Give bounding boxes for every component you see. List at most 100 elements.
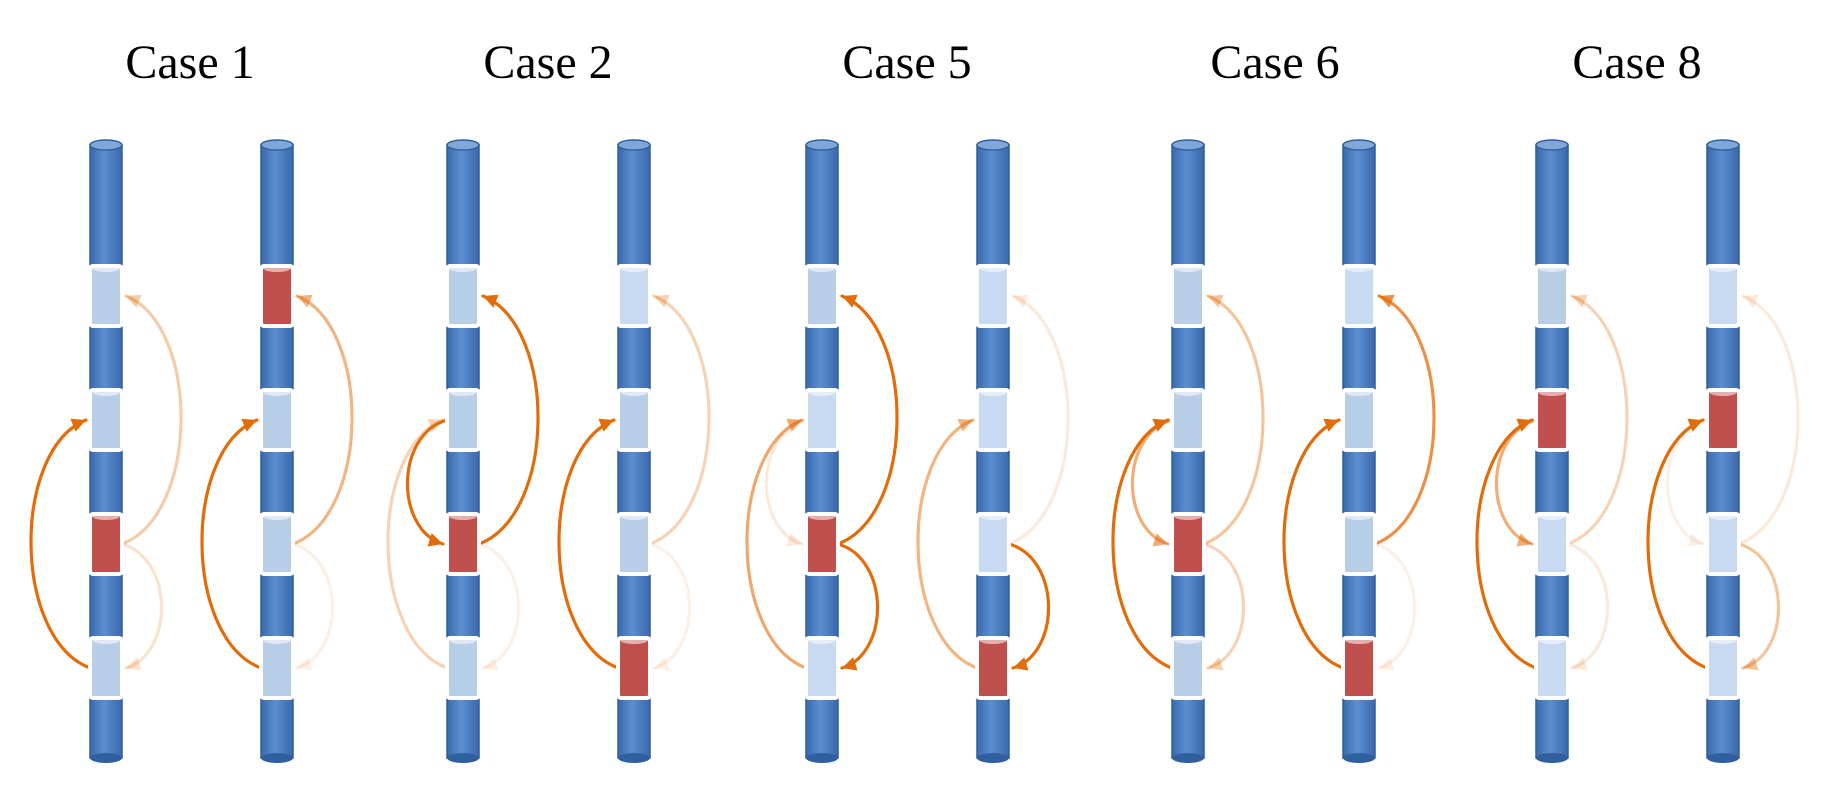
segment-body [804, 636, 840, 700]
rod-bottom-cap [447, 753, 479, 763]
rod-top-cap [1706, 139, 1740, 151]
segment-3-lighter [1705, 512, 1741, 576]
case-4-rod-1 [1111, 139, 1265, 763]
segment-body [975, 388, 1011, 452]
arrows [745, 294, 899, 671]
segment-top-rim [92, 512, 120, 520]
segment-body [1534, 512, 1570, 576]
rod-top-cap [617, 139, 651, 151]
segment-body [616, 264, 652, 328]
segment-3-lighter [975, 512, 1011, 576]
rod-top-cap [1171, 139, 1205, 151]
segment-top-rim [808, 264, 836, 272]
arrow-2-head [1743, 657, 1759, 671]
segment-1-lighter [1341, 264, 1377, 328]
rod-bottom-cap [1172, 753, 1204, 763]
segment-2-lighter [975, 388, 1011, 452]
segment-top-rim [1174, 636, 1202, 644]
arrow-3 [1007, 294, 1070, 546]
segment-1-light [1534, 264, 1570, 328]
arrow-1 [1475, 418, 1538, 670]
case-3-rod-1 [745, 139, 899, 763]
case-5-rod-2 [1646, 139, 1800, 763]
segment-top-rim [808, 512, 836, 520]
segment-top-rim [1538, 388, 1566, 396]
segment-body [975, 636, 1011, 700]
segment-1-lighter [616, 264, 652, 328]
case-5-rod-1 [1475, 139, 1629, 763]
segment-4-light [1170, 636, 1206, 700]
arrow-3 [1737, 294, 1800, 546]
arrow-1-head [427, 533, 443, 547]
segment-2-light [1170, 388, 1206, 452]
arrow-4 [477, 542, 521, 670]
segment-top-rim [979, 636, 1007, 644]
segment-3-red [804, 512, 840, 576]
segment-2-red [1534, 388, 1570, 452]
arrow-1 [29, 418, 92, 670]
segment-top-rim [449, 636, 477, 644]
arrow-1 [1282, 418, 1345, 670]
segment-top-rim [979, 388, 1007, 396]
arrow-3 [1373, 542, 1417, 670]
arrow-1-head [1323, 418, 1339, 432]
segment-top-rim [263, 388, 291, 396]
segment-top-rim [1345, 636, 1373, 644]
arrow-1 [1646, 418, 1709, 670]
rod-bottom-cap [618, 753, 650, 763]
segment-body [1341, 388, 1377, 452]
segment-4-red [975, 636, 1011, 700]
segment-body [1170, 388, 1206, 452]
segment-body [88, 264, 124, 328]
arrow-4-head [1572, 657, 1588, 671]
segment-body [1534, 388, 1570, 452]
arrows [916, 294, 1070, 671]
rod-bottom-cap [261, 753, 293, 763]
rod-top-cap [1342, 139, 1376, 151]
case-1-rod-2 [200, 139, 354, 763]
arrow-2 [1130, 418, 1174, 546]
segment-top-rim [263, 264, 291, 272]
rods-layer [29, 139, 1800, 763]
segment-body [1341, 512, 1377, 576]
case-title-1: Case 1 [125, 36, 254, 89]
segment-body [259, 636, 295, 700]
segment-body [1705, 512, 1741, 576]
arrow-3 [386, 418, 449, 670]
arrow-1 [200, 418, 263, 670]
segment-top-rim [92, 388, 120, 396]
segment-3-red [1170, 512, 1206, 576]
segment-body [804, 388, 840, 452]
case-2-rod-1 [386, 139, 540, 763]
segment-1-light [1170, 264, 1206, 328]
arrow-2-head [1516, 533, 1532, 547]
rod-top-cap [260, 139, 294, 151]
segment-4-red [616, 636, 652, 700]
arrow-3 [648, 542, 692, 670]
arrow-3 [1566, 294, 1629, 546]
segment-top-rim [1709, 512, 1737, 520]
arrow-1-head [1013, 657, 1029, 671]
arrow-4-head [786, 533, 802, 547]
segment-body [1170, 512, 1206, 576]
segment-2-lighter [804, 388, 840, 452]
segment-body [445, 512, 481, 576]
arrow-2-head [1152, 533, 1168, 547]
arrows [557, 294, 711, 671]
segment-top-rim [1345, 388, 1373, 396]
arrow-2 [477, 294, 540, 546]
segment-top-rim [1174, 388, 1202, 396]
rod-top-cap [446, 139, 480, 151]
segment-body [445, 636, 481, 700]
segment-3-lighter [1534, 512, 1570, 576]
arrow-2 [120, 294, 183, 546]
arrow-1 [1111, 418, 1174, 670]
segment-1-light [445, 264, 481, 328]
arrow-3-head [654, 657, 670, 671]
arrow-1 [1007, 542, 1051, 670]
arrow-4 [764, 418, 808, 546]
segment-body [1534, 264, 1570, 328]
arrows [1111, 294, 1265, 671]
arrows [1282, 294, 1436, 671]
